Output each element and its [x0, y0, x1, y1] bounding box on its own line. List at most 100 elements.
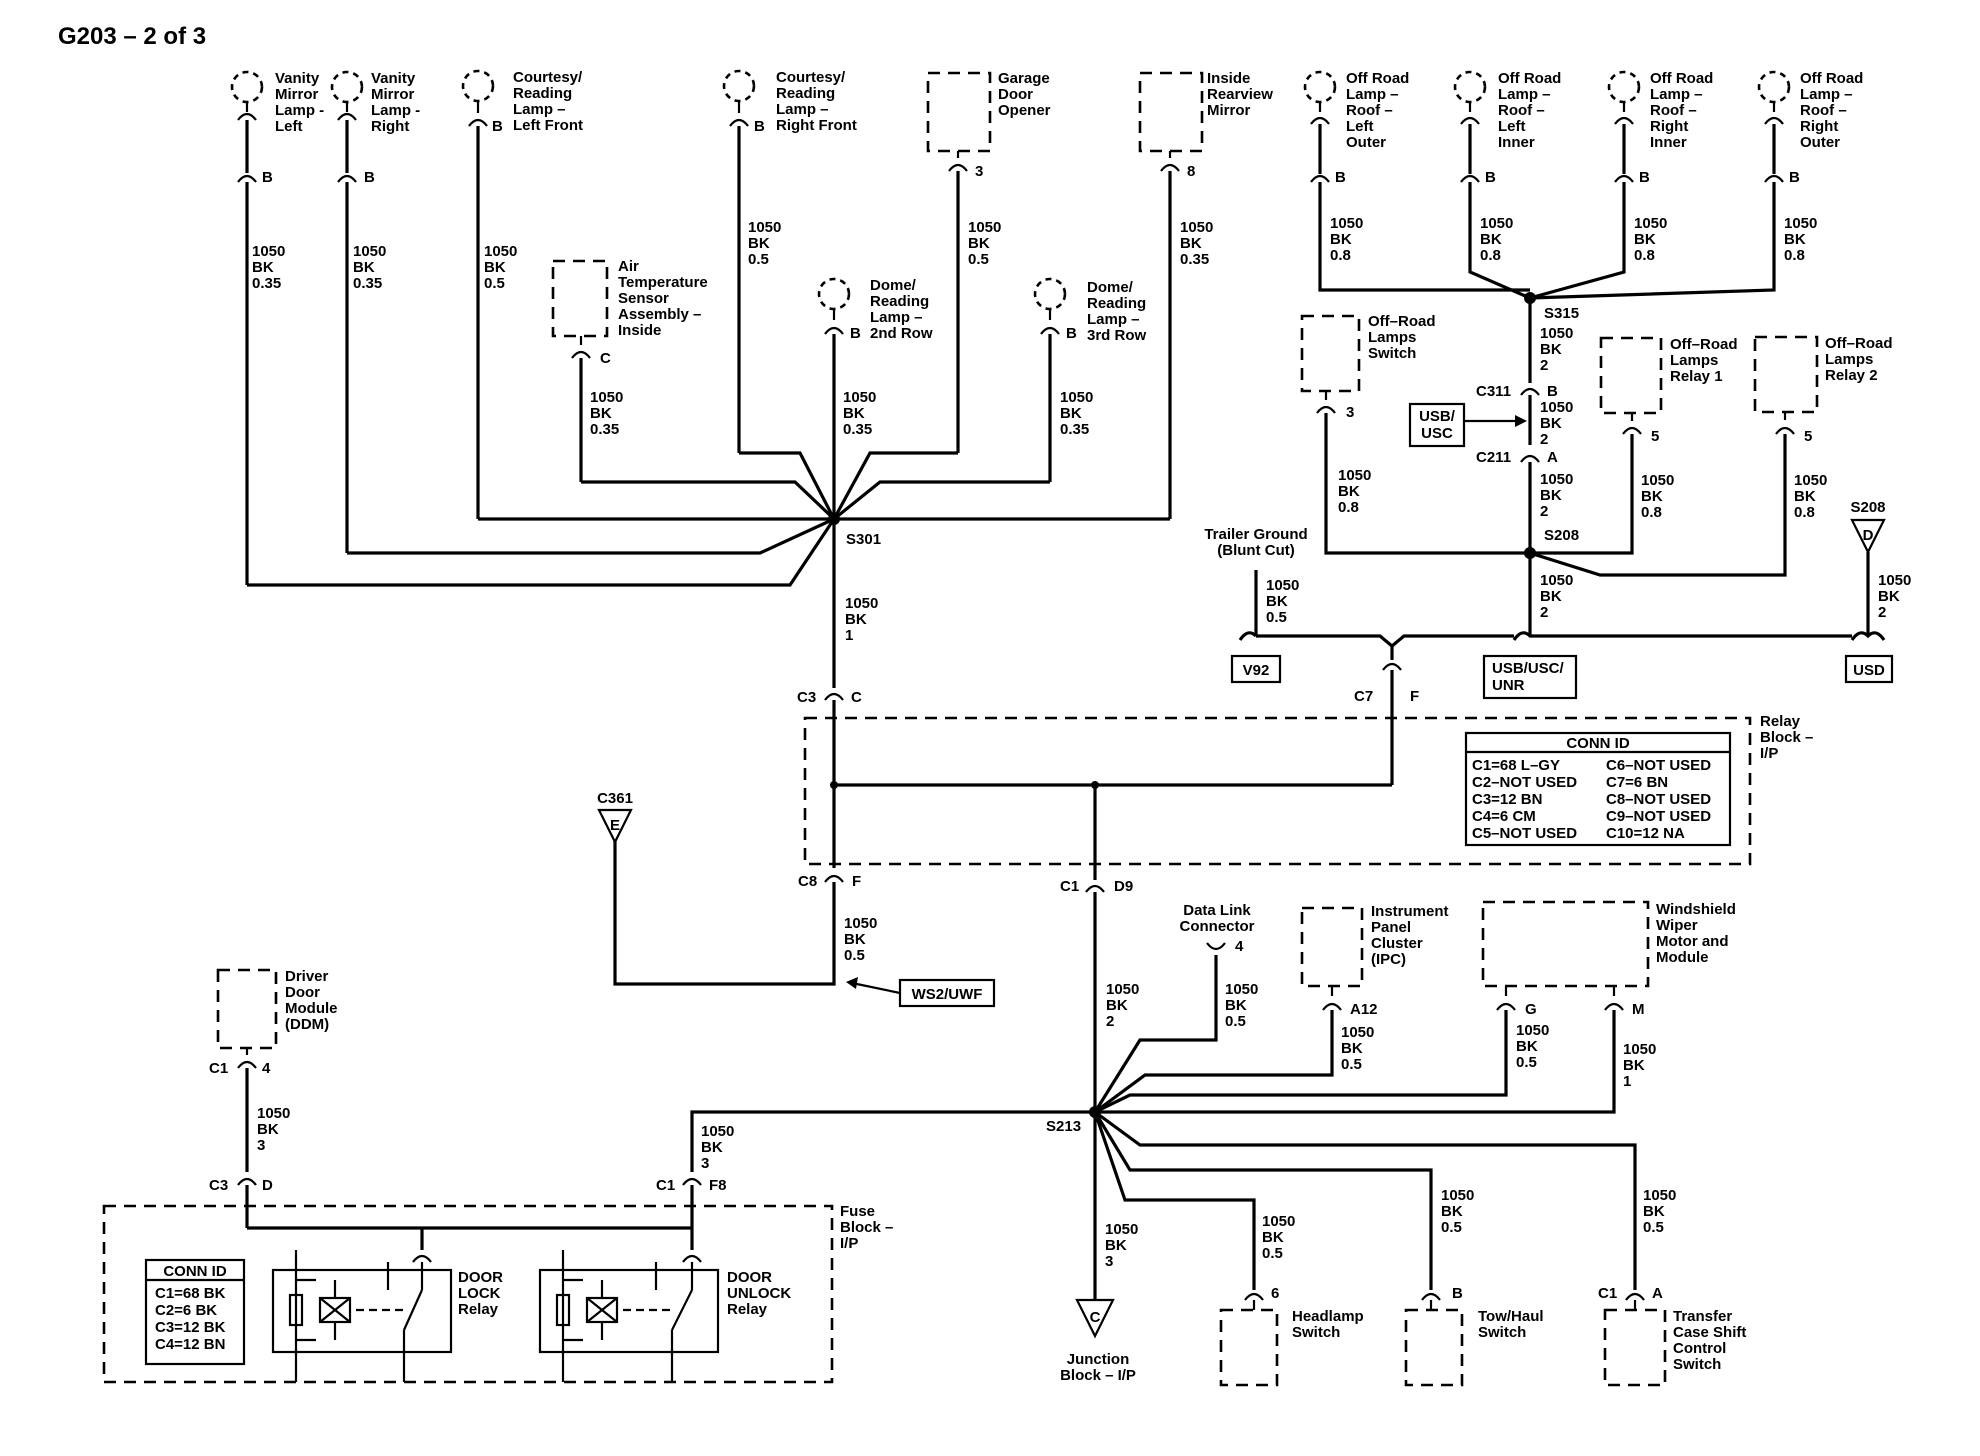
svg-text:3: 3 — [1346, 404, 1354, 421]
svg-text:A: A — [1547, 449, 1558, 466]
svg-text:D9: D9 — [1114, 878, 1133, 895]
svg-text:6: 6 — [1271, 1285, 1279, 1302]
svg-text:USB/USC: USB/USC — [1419, 408, 1456, 442]
svg-text:A: A — [1652, 1285, 1663, 1302]
ground-ref-c361-e: C361 E — [597, 790, 633, 845]
svg-text:WS2/UWF: WS2/UWF — [912, 986, 983, 1003]
svg-text:B: B — [1639, 169, 1650, 186]
svg-text:B: B — [364, 169, 375, 186]
svg-text:C3: C3 — [797, 689, 816, 706]
svg-text:C1: C1 — [1598, 1285, 1617, 1302]
svg-text:B: B — [262, 169, 273, 186]
svg-text:C: C — [600, 350, 611, 367]
svg-text:8: 8 — [1187, 163, 1195, 180]
svg-text:B: B — [1066, 325, 1077, 342]
connector-c3-d: C3 D — [209, 1177, 273, 1194]
svg-text:Trailer Ground(Blunt Cut): Trailer Ground(Blunt Cut) — [1204, 526, 1307, 559]
svg-text:CONN ID: CONN ID — [1566, 735, 1630, 752]
ground-bus — [1238, 630, 1886, 660]
svg-text:B: B — [1452, 1285, 1463, 1302]
vanity-connectors: B B — [237, 169, 375, 186]
connector-c3: C3 C — [797, 689, 862, 706]
svg-text:B: B — [1789, 169, 1800, 186]
ref-usb-usc: USB/USC — [1408, 402, 1527, 448]
splice-s315: S315 — [1544, 305, 1579, 322]
svg-text:USB/USC/UNR: USB/USC/UNR — [1492, 660, 1565, 694]
svg-text:C1: C1 — [209, 1060, 228, 1077]
svg-text:B: B — [492, 118, 503, 135]
svg-text:S208: S208 — [1850, 499, 1885, 516]
svg-text:4: 4 — [262, 1060, 271, 1077]
svg-text:3: 3 — [975, 163, 983, 180]
svg-text:C1: C1 — [656, 1177, 675, 1194]
svg-text:C: C — [1090, 1309, 1101, 1326]
svg-text:USD: USD — [1853, 662, 1885, 679]
svg-text:B: B — [1335, 169, 1346, 186]
svg-text:C211: C211 — [1476, 449, 1511, 466]
svg-text:C8: C8 — [798, 873, 817, 890]
svg-text:A12: A12 — [1350, 1001, 1378, 1018]
svg-text:5: 5 — [1804, 428, 1812, 445]
ref-boxes-bus: V92 USB/USC/UNR USD — [1230, 654, 1894, 700]
svg-text:B: B — [850, 325, 861, 342]
svg-text:D: D — [1863, 527, 1874, 544]
svg-text:G: G — [1525, 1001, 1537, 1018]
svg-text:B: B — [1547, 383, 1558, 400]
svg-text:C361: C361 — [597, 790, 633, 807]
svg-text:C311: C311 — [1476, 383, 1511, 400]
svg-text:F: F — [852, 873, 861, 890]
